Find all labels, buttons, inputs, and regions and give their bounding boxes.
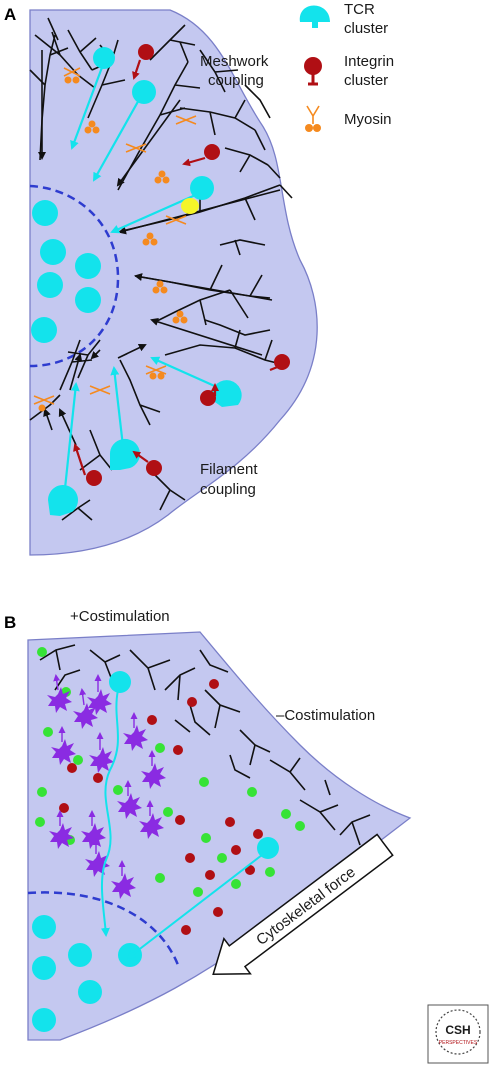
- actin-flow-arrows-a: [38, 50, 281, 446]
- legend-tcr-line2: cluster: [344, 20, 388, 37]
- csmac-boundary-a: [29, 184, 120, 368]
- csh-perspectives-logo: CSH PERSPECTIVES: [427, 1004, 489, 1064]
- filament-label-line2: coupling: [200, 481, 256, 498]
- minus-costim-label: –Costimulation: [276, 707, 375, 724]
- legend-integrin-line2: cluster: [344, 72, 388, 89]
- legend: TCR cluster Integrin cluster Myosin: [299, 1, 394, 132]
- tcr-clusters-b: [109, 671, 279, 859]
- tcr-trajectories-b: [100, 689, 263, 960]
- costim-molecules-red: [59, 679, 271, 935]
- logo-line2: PERSPECTIVES: [439, 1040, 478, 1046]
- panel-b-letter: B: [4, 613, 16, 632]
- signaling-clusters: [47, 687, 166, 899]
- meshwork-label-line2: coupling: [208, 72, 264, 89]
- plus-costim-label: +Costimulation: [70, 608, 170, 625]
- legend-tcr-line1: TCR: [344, 1, 375, 18]
- meshwork-label-line1: Meshwork: [200, 53, 269, 70]
- legend-integrin-line1: Integrin: [344, 53, 394, 70]
- tcr-cluster-icon: [299, 5, 330, 28]
- tcr-clusters-a: [48, 47, 242, 516]
- signaling-arrows: [53, 674, 156, 876]
- myosin-motors-a: [33, 67, 197, 412]
- integrin-clusters-a: [73, 44, 290, 486]
- cell-b: [27, 631, 412, 1041]
- central-tcr-clusters-a: [31, 200, 101, 343]
- actin-network-b: [39, 644, 371, 846]
- logo-line1: CSH: [445, 1023, 470, 1037]
- coupling-point: [181, 198, 199, 214]
- myosin-icon: [305, 105, 321, 132]
- csmac-boundary-b: [27, 891, 180, 966]
- panel-a-letter: A: [4, 5, 16, 24]
- filament-label-line1: Filament: [200, 461, 258, 478]
- legend-myosin: Myosin: [344, 111, 392, 128]
- integrin-cluster-icon: [304, 57, 322, 86]
- central-tcr-clusters-b: [32, 915, 142, 1032]
- costim-molecules-green: [35, 647, 305, 897]
